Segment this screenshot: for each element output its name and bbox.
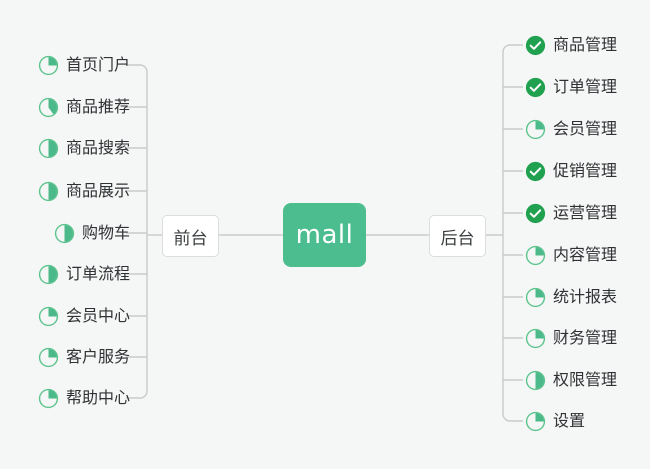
check-circle-icon (525, 161, 546, 181)
leaf-item[interactable]: 帮助中心 (38, 385, 130, 411)
leaf-item[interactable]: 商品管理 (525, 32, 617, 58)
leaf-item[interactable]: 首页门户 (38, 52, 130, 78)
leaf-item[interactable]: 运营管理 (525, 200, 617, 226)
leaf-item-label: 帮助中心 (65, 388, 130, 407)
pie-half-icon (38, 138, 59, 158)
leaf-item-label: 商品搜索 (65, 138, 130, 157)
check-circle-icon (525, 77, 546, 97)
pie-40-icon (38, 97, 59, 117)
leaf-item-label: 统计报表 (553, 287, 618, 306)
branch-node-frontend[interactable]: 前台 (162, 215, 219, 257)
leaf-item[interactable]: 权限管理 (525, 367, 617, 393)
pie-quarter-icon (38, 347, 59, 367)
center-node-mall[interactable]: mall (283, 203, 366, 267)
leaf-item-label: 首页门户 (65, 55, 130, 74)
pie-quarter-icon (525, 287, 546, 307)
leaf-item-label: 设置 (553, 411, 586, 430)
branch-node-frontend-label: 前台 (173, 228, 208, 249)
check-circle-icon (525, 203, 546, 223)
pie-half-icon (525, 370, 546, 390)
leaf-item-label: 购物车 (81, 223, 130, 242)
leaf-item-label: 财务管理 (553, 328, 618, 347)
pie-half-icon (38, 264, 59, 284)
leaf-item-label: 权限管理 (553, 370, 618, 389)
leaf-item[interactable]: 购物车 (54, 220, 130, 246)
leaf-item[interactable]: 会员中心 (38, 303, 130, 329)
pie-quarter-icon (38, 388, 59, 408)
leaf-item[interactable]: 设置 (525, 408, 585, 434)
leaf-item[interactable]: 商品搜索 (38, 135, 130, 161)
leaf-item[interactable]: 订单流程 (38, 261, 130, 287)
pie-half-icon (54, 223, 75, 243)
pie-quarter-icon (525, 328, 546, 348)
branch-node-backend-label: 后台 (440, 228, 475, 249)
leaf-item[interactable]: 促销管理 (525, 158, 617, 184)
leaf-item-label: 会员管理 (553, 119, 618, 138)
leaf-item-label: 订单流程 (65, 264, 130, 283)
leaf-item-label: 商品管理 (553, 35, 618, 54)
connector-path (502, 44, 523, 422)
leaf-item[interactable]: 订单管理 (525, 74, 617, 100)
pie-half-icon (38, 181, 59, 201)
pie-quarter-icon (38, 55, 59, 75)
leaf-item[interactable]: 商品推荐 (38, 94, 130, 120)
center-node-label: mall (295, 220, 354, 250)
leaf-item[interactable]: 会员管理 (525, 116, 617, 142)
leaf-item[interactable]: 统计报表 (525, 284, 617, 310)
leaf-item-label: 内容管理 (553, 245, 618, 264)
leaf-item[interactable]: 商品展示 (38, 178, 130, 204)
leaf-item-label: 订单管理 (553, 77, 618, 96)
leaf-item-label: 商品推荐 (65, 97, 130, 116)
leaf-item[interactable]: 客户服务 (38, 344, 130, 370)
leaf-item[interactable]: 财务管理 (525, 325, 617, 351)
pie-quarter-icon (38, 306, 59, 326)
check-circle-icon (525, 35, 546, 55)
pie-quarter-icon (525, 119, 546, 139)
leaf-item-label: 促销管理 (553, 161, 618, 180)
pie-quarter-icon (525, 411, 546, 431)
pie-quarter-icon (525, 245, 546, 265)
leaf-item-label: 商品展示 (65, 181, 130, 200)
leaf-item-label: 客户服务 (65, 347, 130, 366)
branch-node-backend[interactable]: 后台 (429, 215, 486, 257)
leaf-item-label: 运营管理 (553, 203, 618, 222)
leaf-item[interactable]: 内容管理 (525, 242, 617, 268)
leaf-item-label: 会员中心 (65, 306, 130, 325)
